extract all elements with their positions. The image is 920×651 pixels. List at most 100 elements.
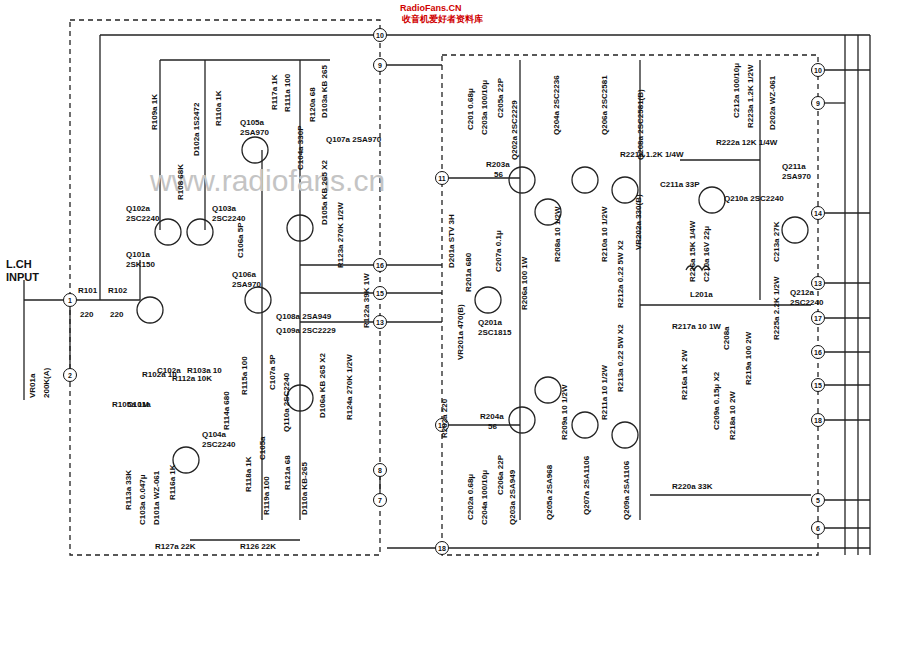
terminal-number: 17 xyxy=(814,315,822,322)
component-label: R216a 1K 2W xyxy=(680,350,689,400)
terminal-number: 7 xyxy=(378,497,382,504)
site-watermark: 收音机爱好者资料库 xyxy=(402,14,483,25)
component-label: R111a 100 xyxy=(283,74,292,112)
component-label: R212a 0.22 5W X2 xyxy=(616,240,625,308)
component-label: 2SC2240 xyxy=(790,298,823,307)
terminal-number: 11 xyxy=(438,175,445,182)
component-label: C203a 100/10μ xyxy=(480,80,489,135)
component-label: Q108a 2SA949 xyxy=(276,312,331,321)
component-label: R115a 100 xyxy=(240,356,249,395)
terminal-circle: 16 xyxy=(373,258,387,272)
component-label: D105a KB 265 X2 xyxy=(320,160,329,225)
component-label: D103a KB 265 xyxy=(320,65,329,118)
component-label: R223a 1.2K 1/2W xyxy=(746,64,755,128)
terminal-circle: 17 xyxy=(811,311,825,325)
component-label: R206a 100 1W xyxy=(520,257,529,310)
component-label: 2SC1815 xyxy=(478,328,511,337)
terminal-circle: 2 xyxy=(63,368,77,382)
terminal-number: 16 xyxy=(376,262,384,269)
component-label: D202a WZ-061 xyxy=(768,76,777,130)
component-label: R203a xyxy=(486,160,510,169)
component-label: R122a 39K 1W xyxy=(362,273,371,328)
component-label: R116a 1K xyxy=(168,464,177,500)
terminal-number: 2 xyxy=(68,372,72,379)
component-label: R226a 15K 1/4W xyxy=(688,221,697,282)
component-label: C202a 0.68μ xyxy=(466,474,475,520)
component-label: R121a 68 xyxy=(283,455,292,490)
component-label: C103a 0.047μ xyxy=(138,474,147,525)
component-label: 2SA970 xyxy=(782,172,811,181)
component-label: C106a 5P xyxy=(236,222,245,258)
terminal-circle: 1 xyxy=(63,293,77,307)
component-label: 56 xyxy=(494,170,503,179)
component-label: C204a 100/10μ xyxy=(480,470,489,525)
terminal-circle: 11 xyxy=(435,171,449,185)
component-label: 200K(A) xyxy=(42,368,51,398)
component-label: C212a 100/10μ xyxy=(732,63,741,118)
component-label: R103a 10 xyxy=(187,366,222,375)
component-label: Q201a xyxy=(478,318,502,327)
component-label: R127a 22K xyxy=(155,542,195,551)
component-label: C205a 22P xyxy=(496,78,505,118)
terminal-circle: 7 xyxy=(373,493,387,507)
component-label: D106a KB 265 X2 xyxy=(318,353,327,418)
component-label: 56 xyxy=(488,422,497,431)
component-label: R208a 10 1/2W xyxy=(553,206,562,262)
component-label: R113a 33K xyxy=(124,470,133,510)
component-label: R109a 1K xyxy=(150,94,159,130)
terminal-circle: 10 xyxy=(811,63,825,77)
component-label: R117a 1K xyxy=(270,74,279,110)
component-label: R119a 100 xyxy=(262,476,271,515)
component-label: R213a 0.22 5W X2 xyxy=(616,324,625,392)
component-label: R225a 2.2K 1/2W xyxy=(772,276,781,340)
component-label: Q104a xyxy=(202,430,226,439)
terminal-circle: 15 xyxy=(373,286,387,300)
board-outline xyxy=(70,20,380,555)
component-label: L201a xyxy=(690,290,713,299)
component-label: R219a 100 2W xyxy=(744,332,753,385)
component-label: R124a 270K 1/2W xyxy=(345,354,354,420)
terminal-circle: 9 xyxy=(373,58,387,72)
component-label: R218a 10 2W xyxy=(728,391,737,440)
component-label: D110a KB-265 xyxy=(300,462,309,515)
component-label: Q101a xyxy=(126,250,150,259)
terminal-number: 15 xyxy=(814,382,822,389)
component-label: C105a xyxy=(258,436,267,460)
component-label: R217a 10 1W xyxy=(672,322,721,331)
component-label: R221a 1.2K 1/4W xyxy=(620,150,684,159)
terminal-circle: 14 xyxy=(811,206,825,220)
component-label: R209a 10 1/2W xyxy=(560,384,569,440)
component-label: 220 xyxy=(110,310,123,319)
component-label: 2SC2240 xyxy=(212,214,245,223)
component-label: R108 68K xyxy=(176,164,185,200)
component-label: Q207a 2SA1106 xyxy=(582,456,591,515)
component-label: Q102a xyxy=(126,204,150,213)
component-label: Q203a 2SA949 xyxy=(508,470,517,525)
component-label: Q110a 2SC2240 xyxy=(282,373,291,432)
component-label: Q205a 2SA968 xyxy=(545,465,554,520)
terminal-circle: 5 xyxy=(811,493,825,507)
component-label: R118a 1K xyxy=(244,456,253,492)
terminal-circle: 18 xyxy=(811,413,825,427)
watermark: www.radiofans.cn xyxy=(150,165,385,197)
component-label: D101a WZ-061 xyxy=(152,471,161,525)
terminal-number: 10 xyxy=(814,67,822,74)
terminal-number: 5 xyxy=(816,497,820,504)
component-label: R222a 12K 1/4W xyxy=(716,138,777,147)
component-label: 2SC2240 xyxy=(202,440,235,449)
board-outline xyxy=(442,55,818,555)
component-label: R101 xyxy=(78,286,97,295)
terminal-number: 15 xyxy=(376,290,384,297)
terminal-number: 18 xyxy=(814,417,822,424)
component-label: C201 0.68μ xyxy=(466,88,475,130)
component-label: 220 xyxy=(80,310,93,319)
component-label: L.CH xyxy=(6,258,32,271)
component-label: Q107a 2SA970 xyxy=(326,135,381,144)
component-label: C211a 33P xyxy=(660,180,700,189)
component-label: C208a xyxy=(722,326,731,350)
component-label: R201a 680 xyxy=(464,253,473,292)
component-label: R110a 1K xyxy=(214,90,223,126)
component-label: Q202a 2SC2229 xyxy=(510,100,519,160)
terminal-circle: 18 xyxy=(435,541,449,555)
component-label: 2SA970 xyxy=(240,128,269,137)
